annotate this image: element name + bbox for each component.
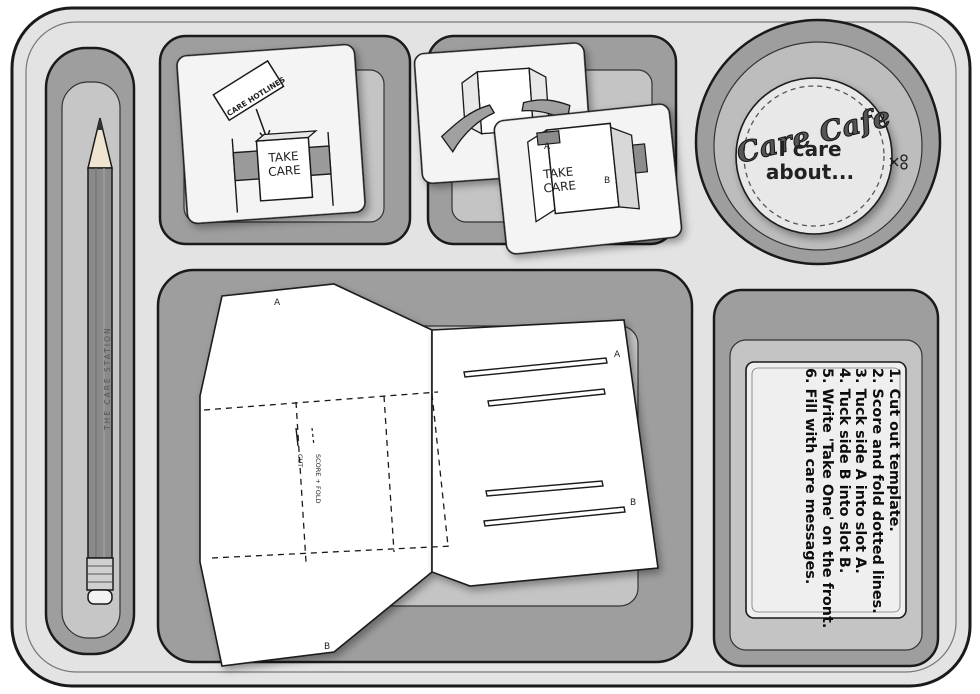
template-label-a: A	[274, 298, 281, 308]
instructions-list: 1. Cut out template. 2. Score and fold d…	[801, 368, 902, 628]
legend-fold-text: SCORE + FOLD	[314, 454, 322, 504]
slot-label-b: B	[630, 498, 637, 508]
badge-sticker	[735, 77, 893, 235]
template-sheet	[199, 283, 659, 667]
instructions-card	[745, 361, 907, 619]
pencil	[86, 117, 114, 605]
card-hotlines	[176, 43, 366, 225]
hotlines-box-text: TAKE CARE	[267, 148, 302, 180]
instruction-step: 2. Score and fold dotted lines.	[869, 368, 886, 614]
badge-tagline: I care about...	[765, 137, 855, 184]
scissors-icon	[889, 154, 908, 170]
tray-rim	[25, 21, 957, 673]
pencil-brand-text: THE CARE STATION	[103, 326, 112, 430]
legend-cut-text: CUT	[296, 454, 304, 468]
slot-label-a: A	[614, 350, 621, 360]
instruction-step: 3. Tuck side A into slot A.	[852, 368, 869, 574]
template-label-b: B	[324, 642, 331, 652]
booklet-tab-a: A	[544, 142, 551, 152]
booklet-tab-b: B	[604, 176, 611, 186]
instruction-step: 5. Write 'Take One' on the front.	[818, 368, 835, 629]
instruction-step: 6. Fill with care messages.	[802, 368, 819, 585]
instruction-step: 1. Cut out template.	[886, 368, 902, 532]
booklet-cover-text: TAKE CARE	[542, 164, 577, 196]
card-booklet	[493, 103, 683, 255]
instruction-step: 4. Tuck side B into slot B.	[835, 368, 852, 574]
